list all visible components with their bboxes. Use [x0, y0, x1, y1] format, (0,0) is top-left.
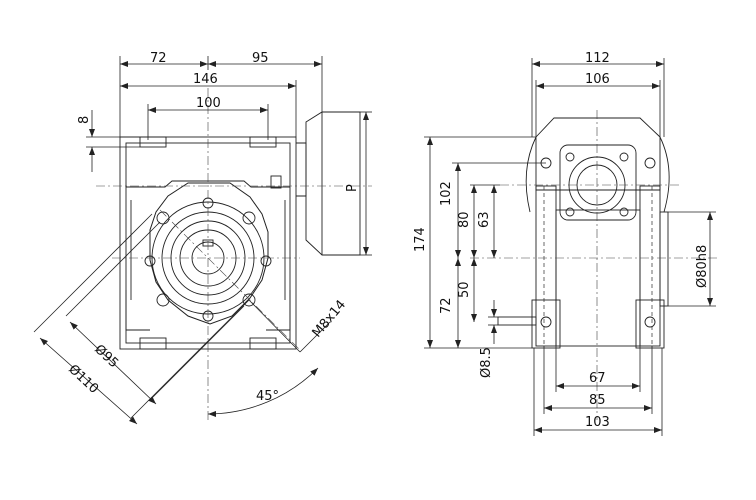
dim-103: 103	[585, 415, 610, 430]
dim-72-front: 72	[150, 51, 167, 66]
side-view: 112 106 174 102 80 63 50 72 Ø8.5	[413, 51, 720, 436]
dim-100: 100	[196, 96, 221, 111]
dim-146: 146	[193, 72, 218, 87]
side-housing	[525, 117, 670, 221]
front-motor-flange	[296, 111, 361, 256]
dim-80: 80	[457, 211, 472, 228]
dim-p: P	[345, 184, 360, 192]
dim-63: 63	[477, 211, 492, 228]
dim-phi80h8: Ø80h8	[695, 245, 710, 288]
dim-8: 8	[77, 116, 92, 124]
dim-102: 102	[439, 181, 454, 206]
dim-phi8-5: Ø8.5	[479, 347, 494, 378]
dim-67: 67	[589, 371, 606, 386]
dim-72-side: 72	[439, 297, 454, 314]
dim-112: 112	[585, 51, 610, 66]
dim-95-front: 95	[252, 51, 269, 66]
dim-m8x14: M8x14	[310, 297, 350, 340]
side-body	[497, 185, 669, 349]
dim-85: 85	[589, 393, 606, 408]
dim-45deg: 45°	[256, 389, 279, 404]
dim-106: 106	[585, 72, 610, 87]
dim-174: 174	[413, 227, 428, 252]
dim-50: 50	[457, 281, 472, 298]
front-view: 72 95 146 100 8 P Ø95 Ø110 M8x14	[33, 51, 372, 425]
dim-phi110: Ø110	[65, 362, 101, 397]
